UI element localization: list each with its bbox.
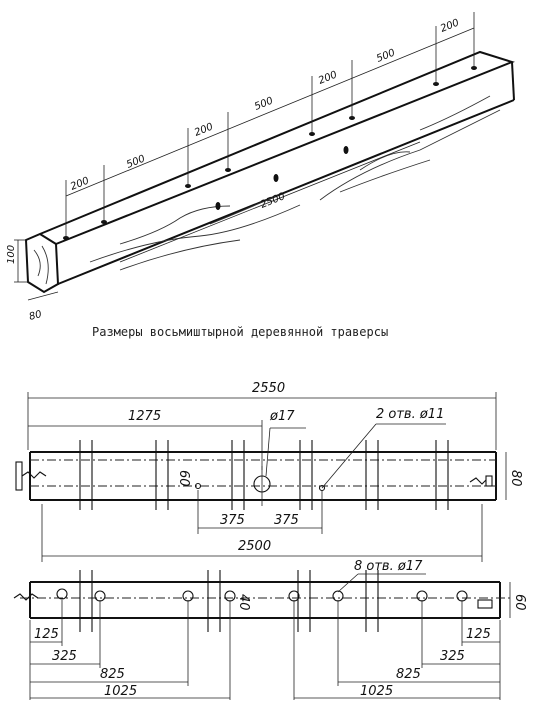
iso-length-label: 2500	[259, 191, 287, 211]
beam-end-face	[24, 232, 60, 294]
front-offset-right: 375	[274, 513, 299, 528]
iso-dim-2: 500	[125, 153, 147, 170]
front-hole-dia: ø17	[269, 409, 295, 424]
front-side-gap: 60	[176, 470, 191, 487]
iso-dim-4: 500	[253, 95, 275, 112]
plan-right-fitting	[477, 599, 493, 609]
iso-holes	[63, 66, 477, 240]
plan-left-fitting	[13, 593, 39, 601]
plan-left-d4: 1025	[104, 684, 137, 699]
iso-width-label: 80	[28, 309, 43, 323]
right-end-plate	[485, 475, 493, 487]
plan-right-d2: 325	[440, 649, 465, 664]
plan-right-d4: 1025	[360, 684, 393, 699]
plan-left-d1: 125	[34, 627, 59, 642]
iso-dim-7: 200	[439, 17, 461, 34]
front-offset-left: 375	[220, 513, 245, 528]
plan-holes	[56, 588, 468, 602]
plan-left-d2: 325	[52, 649, 77, 664]
front-holes-note: 2 отв. ø11	[376, 407, 444, 422]
plan-view: 8 отв. ø17 40 60 125 325 825 1025	[13, 559, 527, 700]
plan-right-d3: 825	[396, 667, 421, 682]
plan-right-d1: 125	[466, 627, 491, 642]
figure-caption: Размеры восьмиштырной деревянной траверс…	[92, 325, 388, 339]
iso-height-label: 100	[6, 245, 17, 264]
left-end-plate	[15, 461, 23, 491]
front-view: 2550 1275 ø17	[15, 381, 523, 562]
plan-left-d3: 825	[100, 667, 125, 682]
isometric-beam: 200 500 200 500 200 500 200 2500 100 80	[6, 12, 515, 323]
iso-dim-6: 500	[375, 47, 397, 64]
front-height-dim: 80	[508, 470, 523, 487]
plan-holes-note: 8 отв. ø17	[354, 559, 423, 574]
plan-center-gap: 40	[236, 594, 251, 611]
iso-dim-5: 200	[317, 69, 339, 86]
plan-height-dim: 60	[512, 594, 527, 611]
front-half-dim: 1275	[128, 409, 161, 424]
beam-top-face	[39, 50, 515, 245]
beam-bottom-edge	[57, 99, 515, 285]
beam-far-edge	[511, 61, 515, 101]
front-overall-dim: 2550	[252, 381, 285, 396]
front-span-dim: 2500	[238, 539, 271, 554]
